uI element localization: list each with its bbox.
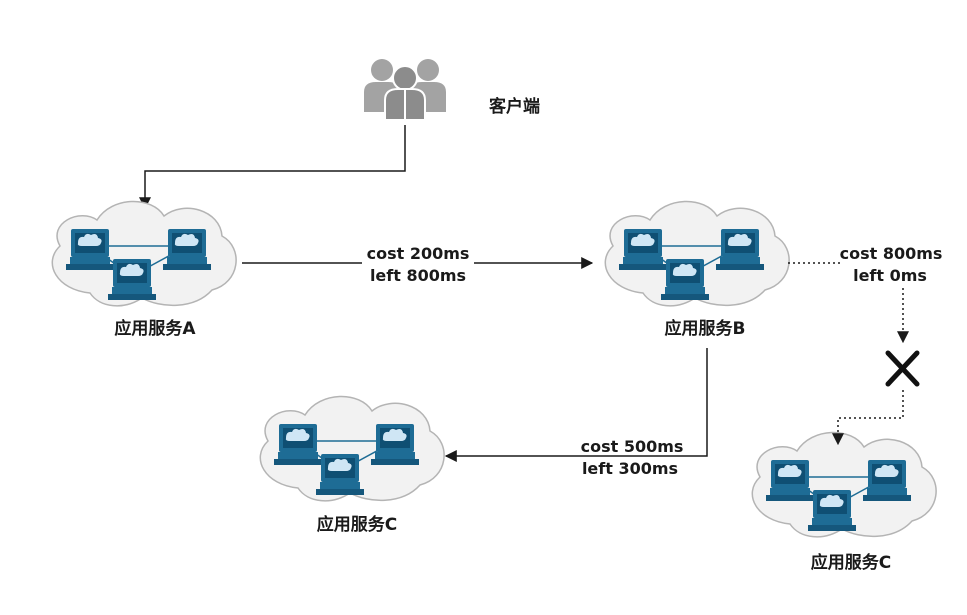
b-to-c2-left: left 0ms: [853, 266, 927, 285]
service-c2-label: 应用服务C: [811, 552, 891, 573]
b-to-c1-cost: cost 500ms: [581, 437, 684, 456]
a-to-b-left: left 800ms: [370, 266, 466, 285]
service-c1-cloud: [260, 396, 444, 500]
service-c1-label: 应用服务C: [317, 514, 397, 535]
b-to-c1-left: left 300ms: [582, 459, 678, 478]
service-a-cloud: [52, 201, 236, 305]
b-to-c2-cost: cost 800ms: [840, 244, 943, 263]
service-a-label: 应用服务A: [114, 318, 196, 339]
service-b-cloud: [605, 201, 789, 305]
service-c2-cloud: [752, 432, 936, 536]
client-label: 客户端: [488, 96, 540, 117]
a-to-b-cost: cost 200ms: [367, 244, 470, 263]
users-group-icon: [364, 59, 446, 121]
service-b-label: 应用服务B: [665, 318, 746, 339]
client-to-a-line: [139, 125, 406, 210]
failure-x-icon: [885, 350, 920, 387]
b-to-c1-arrow: [444, 348, 708, 462]
b-to-c2-dotted-tail: [832, 390, 904, 446]
